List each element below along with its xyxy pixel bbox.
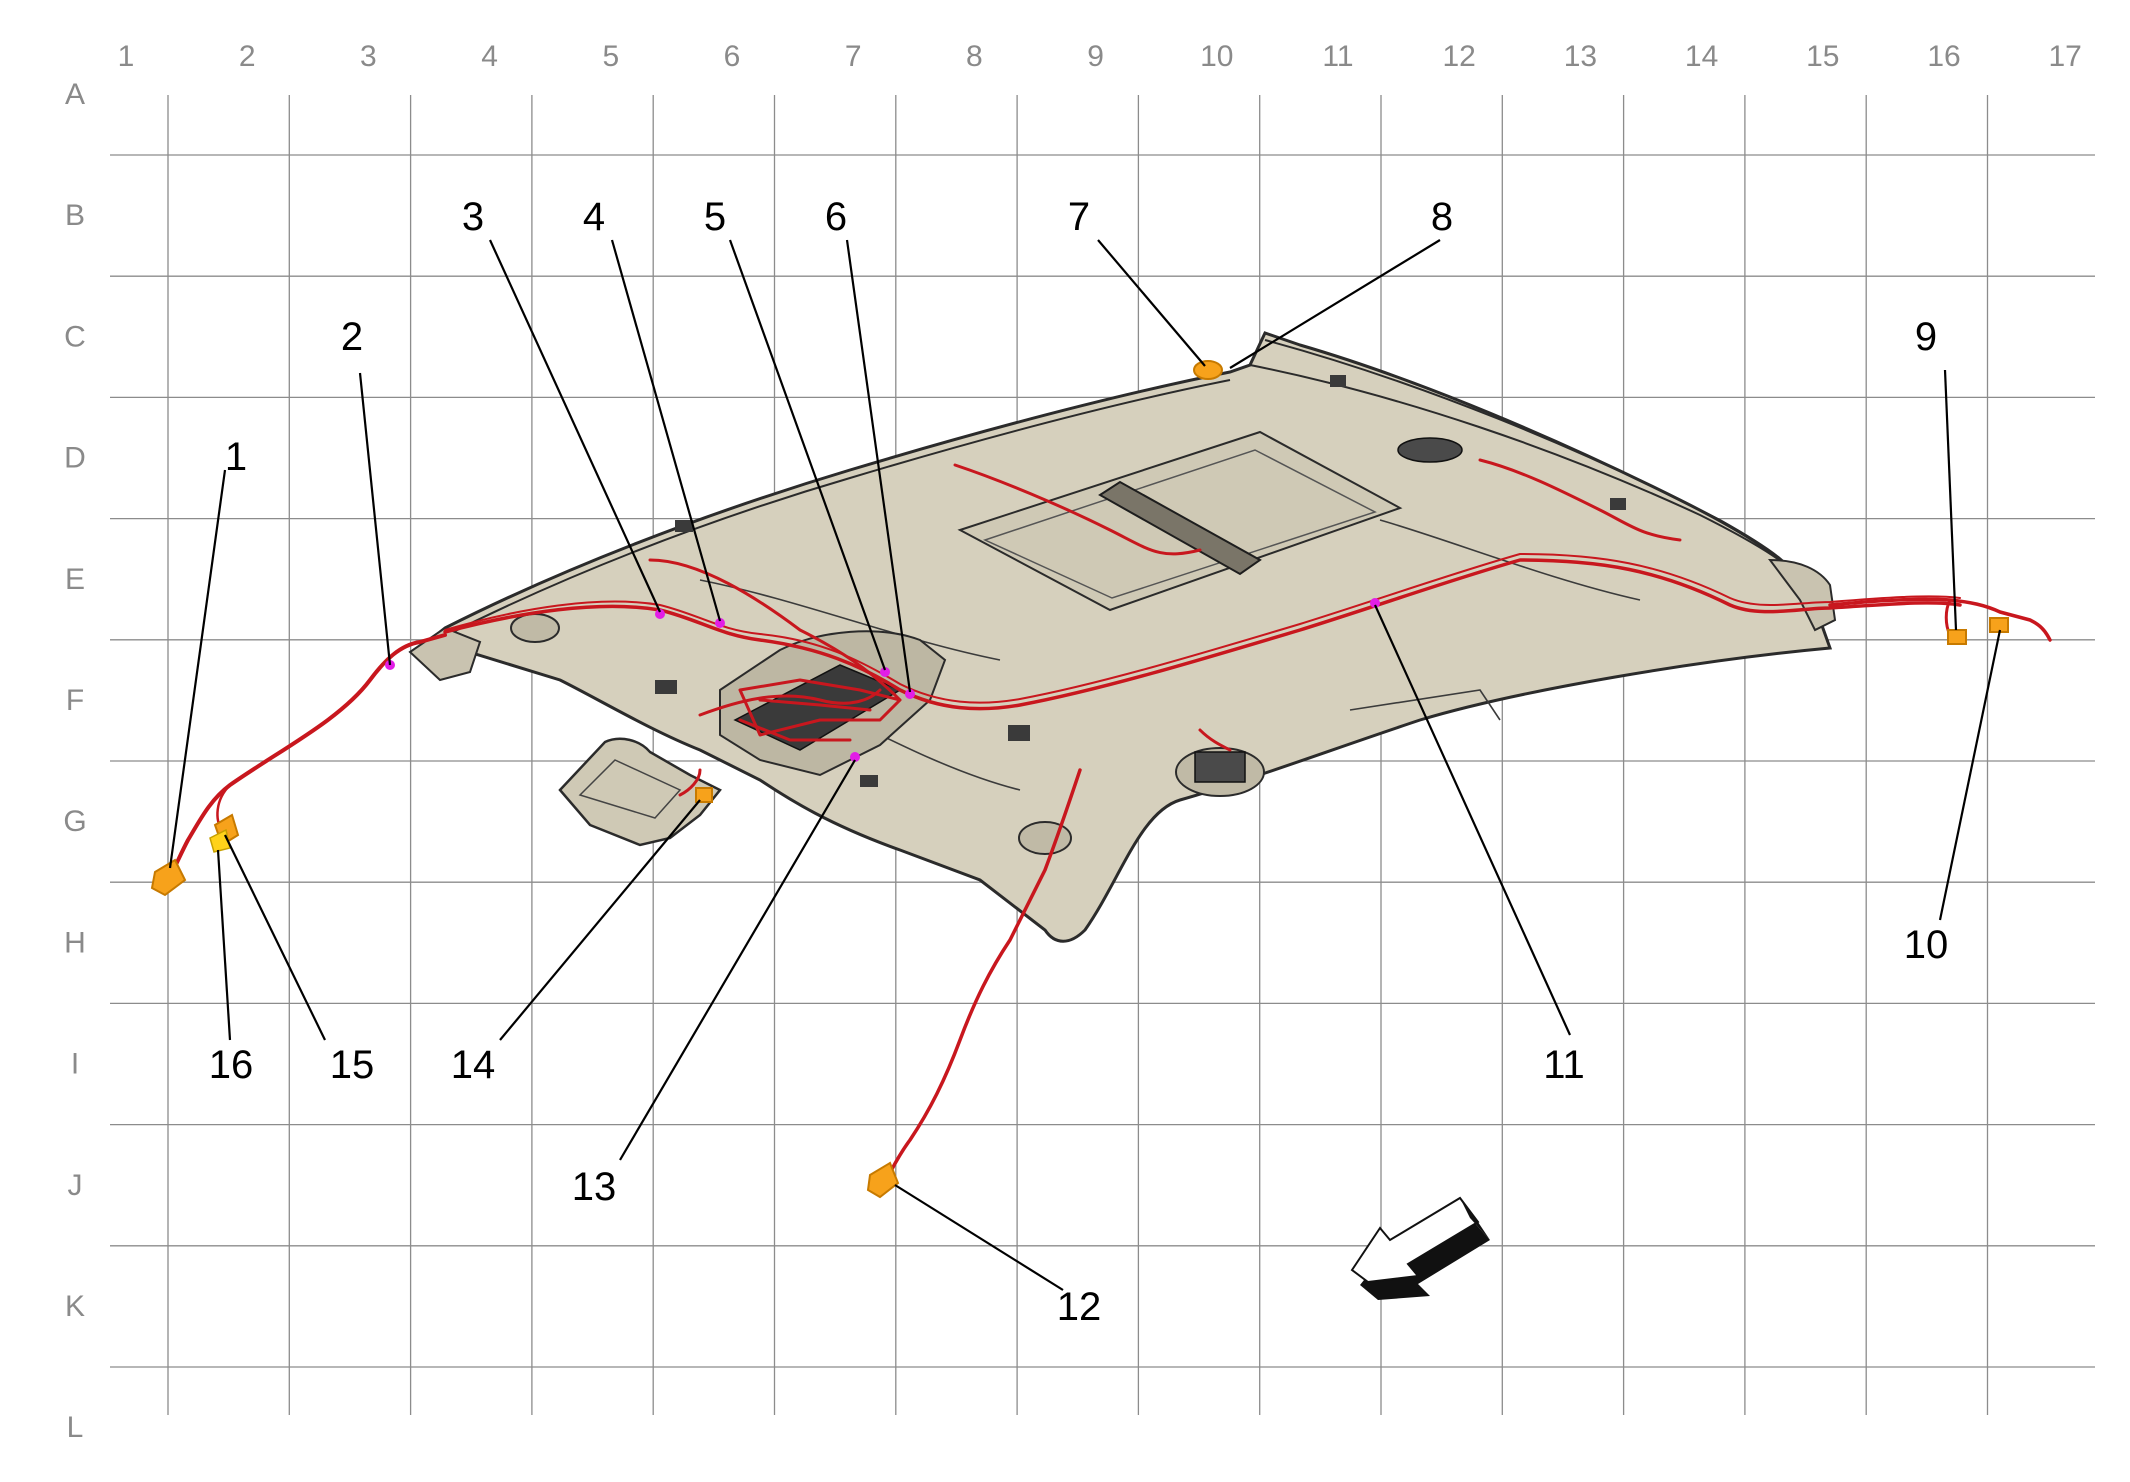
splice-3 <box>655 609 665 619</box>
callout-3: 3 <box>462 195 484 239</box>
rear-lamp-lens <box>1194 751 1246 783</box>
harness-trunk-front <box>443 558 1962 711</box>
row-label: K <box>65 1290 85 1323</box>
row-label: B <box>65 199 85 232</box>
clip-f1 <box>655 680 677 694</box>
connector-1 <box>150 858 187 897</box>
overhead-bracket <box>1098 480 1262 576</box>
column-label: 11 <box>1322 40 1353 73</box>
column-label: 2 <box>239 40 256 73</box>
row-label: A <box>65 78 85 111</box>
splice-markers <box>385 598 1380 762</box>
connector-15-16 <box>209 813 240 853</box>
column-label: 10 <box>1200 40 1233 73</box>
row-label: D <box>64 442 86 475</box>
harness-branch-front-left <box>166 633 447 882</box>
visor-bracket <box>558 737 722 847</box>
row-label: J <box>68 1169 83 1202</box>
headliner-rear-flap <box>1767 558 1837 632</box>
callout-10: 10 <box>1904 923 1949 967</box>
harness-branch-front-center <box>878 768 1082 1192</box>
row-label: C <box>64 320 86 353</box>
callout-6: 6 <box>825 195 847 239</box>
callout-8: 8 <box>1431 195 1453 239</box>
connectors <box>150 360 2009 1199</box>
headliner-front-edge <box>444 379 1231 637</box>
column-label: 5 <box>602 40 619 73</box>
row-label: I <box>71 1048 79 1081</box>
column-label: 8 <box>966 40 983 73</box>
callout-9: 9 <box>1915 315 1937 359</box>
leader-lines <box>168 239 2002 1291</box>
column-label: 13 <box>1564 40 1597 73</box>
callout-4: 4 <box>583 195 605 239</box>
front-direction-arrow-icon <box>1350 1196 1490 1300</box>
dome-socket-left <box>510 613 560 643</box>
splice-6 <box>905 689 915 699</box>
harness-branch-rear-right <box>1828 597 2052 642</box>
row-label: E <box>65 563 85 596</box>
callout-12: 12 <box>1057 1285 1102 1329</box>
clip-f2 <box>1008 725 1030 741</box>
callout-13: 13 <box>572 1165 617 1209</box>
callout-16: 16 <box>209 1043 254 1087</box>
callout-11: 11 <box>1543 1043 1585 1087</box>
column-label: 3 <box>360 40 377 73</box>
splice-11 <box>1370 598 1380 608</box>
headliner-body <box>426 331 1833 943</box>
row-label: G <box>63 805 86 838</box>
connector-14 <box>695 787 713 803</box>
row-labels: A B C D E F G H I J K L <box>63 78 86 1444</box>
callout-2: 2 <box>341 315 363 359</box>
clip-e2 <box>1330 375 1346 387</box>
callout-5: 5 <box>704 195 726 239</box>
callout-15: 15 <box>330 1043 375 1087</box>
headliner-panel <box>408 331 1837 943</box>
callout-1: 1 <box>225 435 247 479</box>
column-label: 7 <box>845 40 862 73</box>
callout-14: 14 <box>451 1043 496 1087</box>
row-label: L <box>67 1411 84 1444</box>
splice-13 <box>850 752 860 762</box>
dome-socket-mid <box>1018 821 1072 855</box>
splice-4 <box>715 618 725 628</box>
coat-hook-socket <box>1397 437 1463 463</box>
clip-d1 <box>1610 498 1626 510</box>
connector-12 <box>866 1161 900 1199</box>
clip-e1 <box>675 520 693 532</box>
splice-5 <box>880 667 890 677</box>
column-label: 16 <box>1927 40 1960 73</box>
column-label: 9 <box>1087 40 1104 73</box>
column-label: 15 <box>1806 40 1839 73</box>
roof-wiring-harness <box>166 458 2052 1192</box>
column-label: 12 <box>1443 40 1476 73</box>
column-label: 1 <box>118 40 135 73</box>
column-label: 4 <box>481 40 498 73</box>
row-label: H <box>64 926 86 959</box>
clip-g1 <box>860 775 878 787</box>
connector-7 <box>1193 360 1223 380</box>
connector-9 <box>1947 629 1967 645</box>
column-label: 6 <box>724 40 741 73</box>
row-label: F <box>66 684 84 717</box>
column-label: 14 <box>1685 40 1718 73</box>
column-label: 17 <box>2049 40 2082 73</box>
callout-numbers: 1 2 3 4 5 6 7 8 9 10 11 12 13 14 15 16 <box>209 195 1949 1329</box>
callout-7: 7 <box>1068 195 1090 239</box>
